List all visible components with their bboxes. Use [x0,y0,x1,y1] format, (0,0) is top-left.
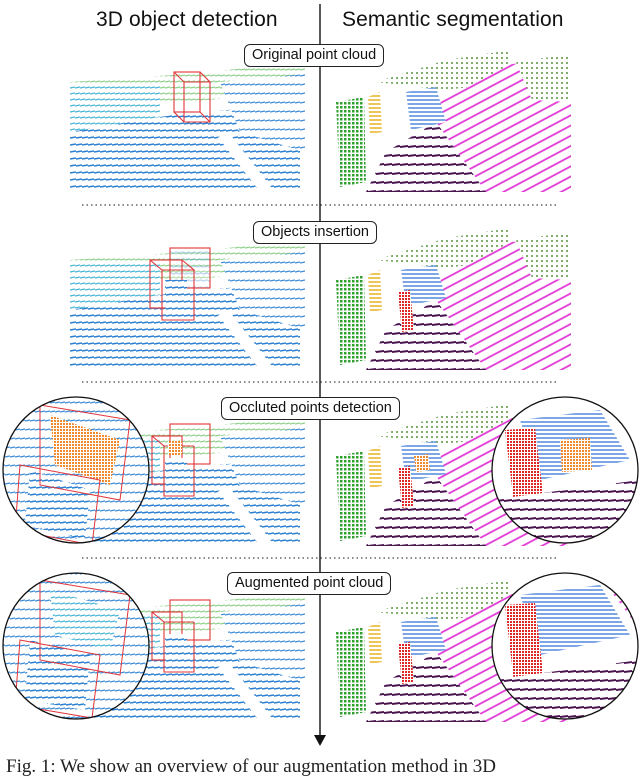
segmentation-original [336,50,571,192]
stage-label-original: Original point cloud [244,44,385,67]
left-column-title: 3D object detection [96,8,278,31]
stage-separators [82,204,558,559]
right-column-title: Semantic segmentation [342,8,564,31]
detection-original [68,60,307,194]
bounding-box-original [173,71,212,123]
segmentation-occluded [336,404,571,546]
segmentation-insertion [336,228,571,370]
stage-label-occluded: Occluted points detection [221,397,400,420]
zoom-detection-augmented [2,572,150,720]
detection-occluded [68,414,307,548]
detection-insertion [68,238,307,372]
detection-augmented [68,590,307,724]
stage-label-insertion: Objects insertion [253,221,377,244]
stage-label-augmented: Augmented point cloud [227,572,392,595]
axis-arrowhead [314,735,326,746]
zoom-detection-occluded [2,396,150,544]
segmentation-augmented [336,580,571,722]
zoom-segmentation-occluded [491,396,639,544]
figure-caption: Fig. 1: We show an overview of our augme… [6,756,496,777]
